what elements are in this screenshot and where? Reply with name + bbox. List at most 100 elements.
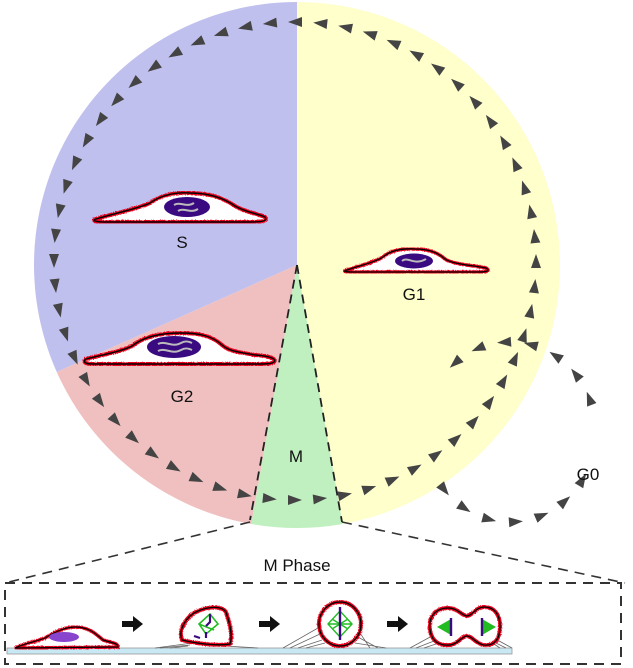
cycle-arrowhead [128, 74, 143, 89]
cycle-arrowhead [82, 132, 95, 148]
cycle-arrowhead [523, 341, 539, 352]
cycle-arrowhead [213, 26, 229, 37]
cycle-arrowhead [574, 473, 587, 489]
cycle-arrowhead [521, 180, 532, 196]
m-stage-prophase [154, 605, 259, 649]
cycle-arrow-ring [49, 17, 541, 505]
cycle-arrowhead [409, 50, 425, 62]
m-wedge-left-edge [249, 264, 298, 521]
g2-label: G2 [171, 387, 194, 406]
zoom-line-left [4, 521, 251, 584]
cycle-arrowhead [107, 412, 121, 427]
g2-wedge [56, 265, 297, 525]
cycle-arrowhead [530, 229, 541, 244]
cycle-arrowhead [406, 464, 422, 476]
cycle-arrowhead [571, 368, 584, 383]
s-phase-cell [92, 190, 268, 224]
cycle-arrowhead [95, 111, 109, 127]
g0-label: G0 [577, 465, 600, 484]
cycle-arrowhead [51, 228, 62, 243]
cycle-arrowhead [533, 512, 549, 523]
g2-nucleus [147, 336, 201, 358]
m-stage-cytokinesis [409, 604, 513, 649]
cycle-arrowhead [430, 63, 446, 76]
cycle-arrowhead [78, 371, 90, 387]
cycle-arrowhead [262, 492, 277, 503]
cycle-arrowhead [63, 178, 73, 194]
cycle-arrowhead [531, 254, 541, 268]
cycle-arrowhead [237, 488, 252, 499]
cycle-arrowhead [238, 20, 253, 31]
cycle-arrowhead [288, 17, 302, 27]
cycle-arrowhead [338, 23, 353, 34]
cycle-arrowhead [71, 155, 83, 171]
cycle-arrowhead [111, 92, 125, 107]
cycle-arrowhead [485, 114, 499, 130]
cycle-arrowhead [469, 95, 483, 110]
cycle-arrowhead [313, 19, 328, 30]
cycle-arrowhead [517, 328, 527, 344]
cycle-arrowhead [500, 135, 512, 151]
cycle-arrowhead [55, 203, 66, 219]
zoom-line-right [341, 521, 626, 584]
g2-phase-cell [82, 330, 277, 366]
cycle-arrowhead [386, 39, 402, 51]
cycle-arrowhead [384, 476, 400, 487]
cycle-arrowhead [67, 349, 78, 365]
cycle-arrowhead [147, 59, 162, 72]
m-label: M [289, 447, 303, 466]
substrate [6, 647, 513, 655]
cycle-arrowhead [507, 351, 519, 367]
cycle-arrowhead [456, 500, 471, 513]
cycle-arrowhead [49, 278, 60, 293]
cycle-arrowhead [288, 495, 302, 505]
cycle-arrowhead [449, 354, 464, 368]
cycle-arrowhead [361, 485, 377, 496]
cycle-arrowhead [144, 446, 160, 459]
m-wedge [251, 265, 343, 528]
cycle-arrowhead [165, 460, 181, 472]
g1-label: G1 [403, 285, 426, 304]
cycle-arrowhead [312, 494, 328, 505]
m-wedge-right-edge [296, 264, 343, 523]
cycle-arrowhead [556, 496, 571, 510]
m-phase-box [4, 582, 622, 665]
g0-arrow-loop [436, 336, 597, 528]
cycle-arrowhead [465, 415, 479, 430]
cycle-arrowhead [49, 254, 59, 268]
s-wedge [33, 2, 297, 372]
phase-wedges [33, 2, 560, 528]
cycle-arrowhead [212, 481, 228, 491]
cycle-arrowhead [481, 395, 495, 411]
cycle-arrowhead [497, 336, 512, 347]
cycle-arrowhead [471, 341, 487, 352]
cycle-arrowhead [436, 481, 449, 496]
m-stage-interphase-cell [14, 625, 120, 650]
cycle-arrowhead [586, 391, 597, 407]
arrow-right-icon [259, 616, 280, 632]
cycle-arrowhead [447, 433, 462, 448]
m-phase-label: M Phase [263, 556, 330, 575]
g1-phase-cell [342, 247, 490, 274]
cycle-arrowhead [188, 471, 204, 483]
cycle-arrowhead [495, 374, 508, 390]
cycle-arrowhead [508, 517, 523, 528]
s-nucleus [164, 197, 210, 217]
cycle-arrowhead [451, 78, 465, 92]
cycle-arrowhead [190, 35, 206, 46]
cycle-arrowhead [262, 17, 278, 28]
m-stage-metaphase [282, 600, 387, 649]
cycle-arrowhead [524, 303, 535, 319]
cycle-arrowhead [168, 46, 184, 58]
cycle-arrowhead [549, 351, 564, 364]
cycle-arrowhead [428, 450, 443, 463]
cycle-arrowhead [125, 430, 139, 444]
s-label: S [176, 233, 187, 252]
cycle-arrowhead [337, 491, 352, 502]
cycle-arrowhead [52, 302, 63, 318]
arrow-right-icon [122, 616, 143, 632]
cycle-arrowhead [91, 392, 105, 408]
cycle-arrowhead [527, 204, 538, 220]
cycle-arrowhead [58, 326, 69, 342]
